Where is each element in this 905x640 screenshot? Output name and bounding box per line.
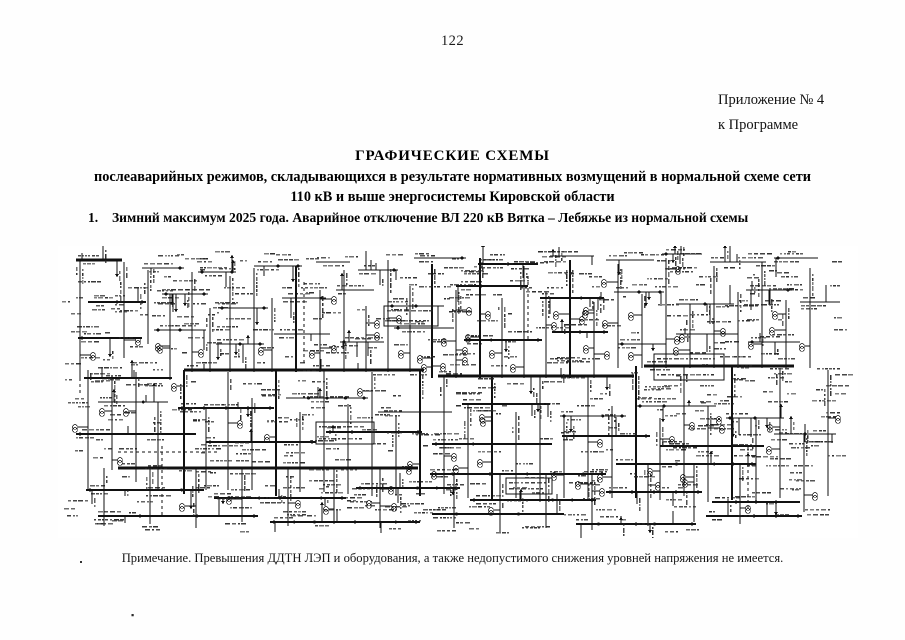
appendix-line-2: к Программе xyxy=(718,117,799,133)
scenario-item-text: Зимний максимум 2025 года. Аварийное отк… xyxy=(112,210,749,225)
appendix-line-1: Приложение № 4 xyxy=(718,92,825,108)
page-number: 122 xyxy=(441,33,464,49)
power-grid-one-line-diagram xyxy=(58,246,858,538)
document-subtitle-line-2: 110 кВ и выше энергосистемы Кировской об… xyxy=(290,188,615,205)
document-subtitle-line-1: послеаварийных режимов, складывающихся в… xyxy=(94,169,811,185)
scan-artifact: ▪ xyxy=(131,610,135,620)
appendix-block: Приложение № 4 к Программе xyxy=(718,88,824,138)
scenario-item: 1. Зимний максимум 2025 года. Аварийное о… xyxy=(88,210,878,226)
document-heading: ГРАФИЧЕСКИЕ СХЕМЫ xyxy=(355,148,550,164)
title-block: ГРАФИЧЕСКИЕ СХЕМЫ послеаварийных режимов… xyxy=(40,147,865,207)
scenario-item-number: 1. xyxy=(88,210,99,225)
footnote-note: Примечание. Превышения ДДТН ЛЭП и оборуд… xyxy=(121,551,784,565)
scan-speck xyxy=(80,561,82,563)
schematic-canvas xyxy=(62,246,853,538)
